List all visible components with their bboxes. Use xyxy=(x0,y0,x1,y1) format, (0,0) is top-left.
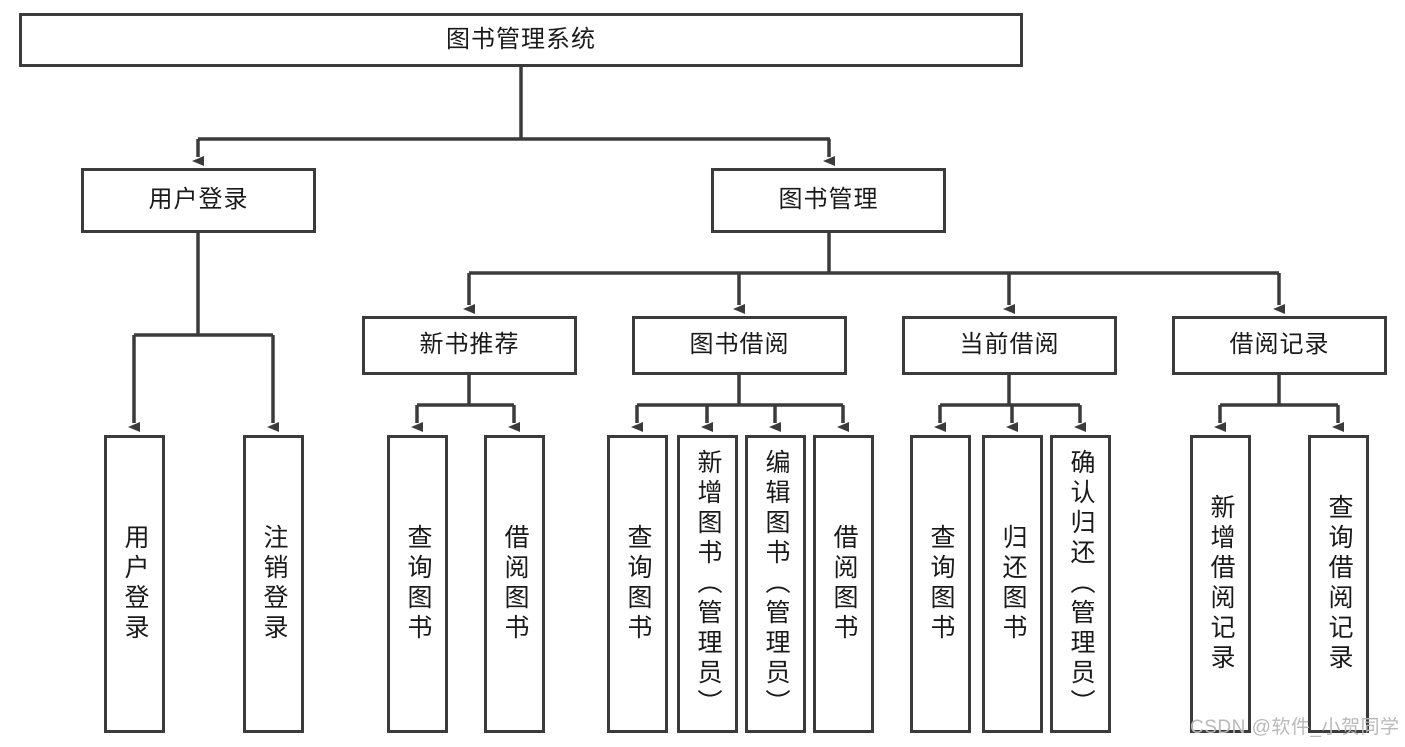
node-leaf-confirm-return-label: 确认归还（管理员） xyxy=(1067,449,1095,719)
node-leaf-query-book-current-label: 查询图书 xyxy=(927,524,955,644)
node-leaf-logout-label: 注销登录 xyxy=(260,524,288,644)
node-leaf-borrow-book-label: 借阅图书 xyxy=(830,524,858,644)
node-root[interactable]: 图书管理系统 xyxy=(19,13,1023,67)
node-current-borrow-label: 当前借阅 xyxy=(959,331,1060,359)
node-borrow-record-label: 借阅记录 xyxy=(1229,331,1330,359)
node-leaf-edit-book-label: 编辑图书（管理员） xyxy=(762,449,790,719)
node-leaf-add-book[interactable]: 新增图书（管理员） xyxy=(677,435,738,733)
node-book-management[interactable]: 图书管理 xyxy=(711,168,946,233)
node-leaf-logout[interactable]: 注销登录 xyxy=(243,435,304,733)
node-leaf-confirm-return[interactable]: 确认归还（管理员） xyxy=(1050,435,1111,733)
node-leaf-query-book[interactable]: 查询图书 xyxy=(607,435,668,733)
node-leaf-query-book-label: 查询图书 xyxy=(624,524,652,644)
node-book-management-label: 图书管理 xyxy=(778,186,879,214)
node-leaf-add-borrow-record[interactable]: 新增借阅记录 xyxy=(1190,435,1251,733)
csdn-watermark: CSDN @软件_小贺同学 xyxy=(1190,717,1400,738)
node-borrow-record[interactable]: 借阅记录 xyxy=(1172,316,1387,375)
node-new-book-recommend[interactable]: 新书推荐 xyxy=(362,316,577,375)
node-leaf-query-borrow-record-label: 查询借阅记录 xyxy=(1325,494,1353,674)
node-leaf-query-book-recommend[interactable]: 查询图书 xyxy=(387,435,448,733)
node-leaf-borrow-book-recommend-label: 借阅图书 xyxy=(501,524,529,644)
node-leaf-edit-book[interactable]: 编辑图书（管理员） xyxy=(745,435,806,733)
node-user-login[interactable]: 用户登录 xyxy=(81,168,316,233)
node-leaf-query-borrow-record[interactable]: 查询借阅记录 xyxy=(1308,435,1369,733)
node-leaf-user-login-label: 用户登录 xyxy=(121,524,149,644)
node-book-borrow-label: 图书借阅 xyxy=(689,331,790,359)
node-leaf-borrow-book-recommend[interactable]: 借阅图书 xyxy=(484,435,545,733)
node-leaf-return-book-label: 归还图书 xyxy=(999,524,1027,644)
node-new-book-recommend-label: 新书推荐 xyxy=(419,331,520,359)
node-current-borrow[interactable]: 当前借阅 xyxy=(902,316,1117,375)
node-leaf-return-book[interactable]: 归还图书 xyxy=(982,435,1043,733)
node-leaf-query-book-recommend-label: 查询图书 xyxy=(404,524,432,644)
node-root-label: 图书管理系统 xyxy=(446,25,596,53)
node-leaf-query-book-current[interactable]: 查询图书 xyxy=(910,435,971,733)
node-leaf-borrow-book[interactable]: 借阅图书 xyxy=(813,435,874,733)
node-user-login-label: 用户登录 xyxy=(148,186,249,214)
node-leaf-add-book-label: 新增图书（管理员） xyxy=(694,449,722,719)
node-book-borrow[interactable]: 图书借阅 xyxy=(632,316,847,375)
node-leaf-add-borrow-record-label: 新增借阅记录 xyxy=(1207,494,1235,674)
node-leaf-user-login[interactable]: 用户登录 xyxy=(104,435,165,733)
